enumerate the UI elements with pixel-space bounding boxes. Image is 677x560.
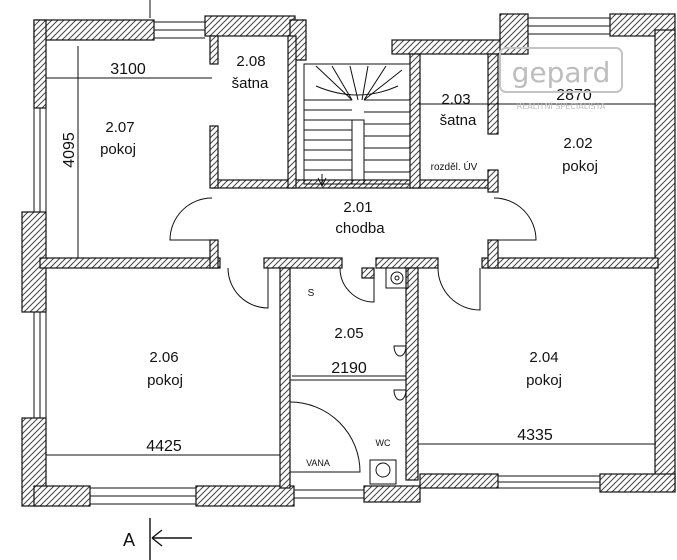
wall-bath-left [279,267,291,489]
bath-label: VANA [306,458,330,468]
room-2-05-id: 2.05 [334,325,363,342]
wall-bottom-mid-left [195,485,295,507]
wc-label: WC [376,438,391,448]
section-mark-label: A [123,530,135,550]
wall-bottom-mid [363,485,421,503]
wall-2-08-right [287,35,297,189]
dimension-3100: 3100 [110,61,146,78]
gepard-logo: gepard REALITNÍ SPECIALISTA [499,47,623,111]
wall-top-mid-left [204,15,296,37]
wall-mid-right [481,257,659,269]
dimension-lines [46,46,656,456]
room-2-03-id: 2.03 [441,91,470,108]
wall-mid-center-right [375,257,439,269]
wall-2-03-left [409,53,421,189]
wall-bottom-mid-right [419,473,499,489]
doors [169,197,537,473]
wall-2-03-right-bottom [487,169,499,193]
room-2-06-id: 2.06 [149,349,178,366]
dimension-4095: 4095 [61,132,78,168]
room-2-06-name: pokoj [147,372,183,389]
section-mark: A [123,518,192,560]
dimension-4335: 4335 [517,427,553,444]
wall-2-08-left-top [209,35,219,65]
room-2-07-id: 2.07 [105,119,134,136]
wall-left-top [33,19,47,109]
wall-2-03-right-top [487,53,499,135]
wall-bottom-left [33,485,91,507]
wall-mid-left [39,257,221,269]
fixtures [369,169,498,485]
shower-label: S [308,288,315,299]
wall-bath-stub [361,267,375,279]
wall-top-left [33,19,155,41]
distribution-label: rozděl. ÚV [431,160,478,173]
dimension-4425: 4425 [146,438,182,455]
wall-bottom-right [599,473,676,493]
dimension-2190: 2190 [331,360,367,377]
staircase [303,63,411,188]
room-2-03-name: šatna [440,112,477,129]
wall-bath-right [405,267,419,481]
room-2-04-id: 2.04 [529,349,558,366]
wall-mid-center-left [263,257,343,269]
room-2-02-name: pokoj [562,158,598,175]
room-2-02-id: 2.02 [563,135,592,152]
room-2-07-name: pokoj [100,141,136,158]
room-2-08-name: šatna [232,75,269,92]
room-2-04-name: pokoj [526,372,562,389]
wall-2-08-left-bottom [209,125,219,189]
room-2-01-id: 2.01 [343,199,372,216]
logo-tagline: REALITNÍ SPECIALISTA [517,100,606,111]
room-2-08-id: 2.08 [236,53,265,70]
wall-corridor-left-low [209,239,219,269]
logo-brand: gepard [512,56,611,89]
wall-lines [33,0,610,505]
room-2-01-name: chodba [335,220,385,237]
wall-corridor-right-low [487,239,499,269]
